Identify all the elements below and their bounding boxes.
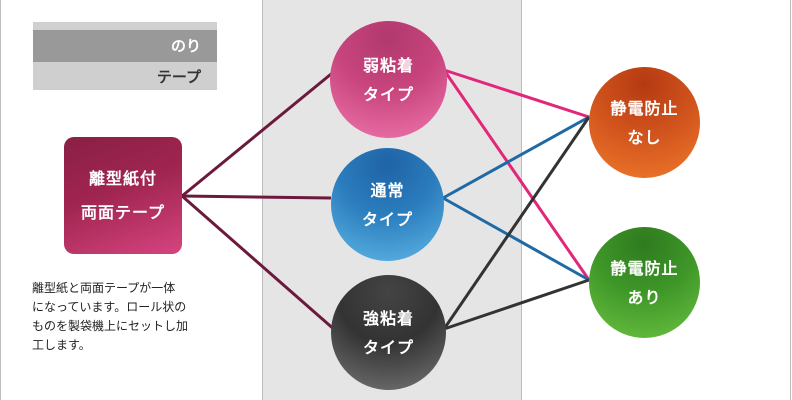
source-line1: 離型紙付 bbox=[88, 168, 157, 188]
source-node-release-tape: 離型紙付 両面テープ bbox=[64, 137, 182, 254]
right-border bbox=[790, 0, 791, 400]
node-normal-adhesive: 通常 タイプ bbox=[331, 148, 444, 261]
link-weak-none bbox=[443, 68, 590, 119]
node-weak-line1: 弱粘着 bbox=[362, 55, 414, 75]
link-normal-none bbox=[442, 115, 590, 200]
node-normal-line2: タイプ bbox=[361, 209, 413, 229]
link-strong-none bbox=[442, 116, 591, 330]
link-source-strong bbox=[181, 194, 337, 333]
legend-tape: テープ bbox=[33, 62, 217, 90]
description-text: 離型紙と両面テープが一体 になっています。ロール状の ものを製袋機上にセットし加… bbox=[32, 279, 254, 355]
link-weak-with bbox=[442, 69, 591, 281]
link-normal-with bbox=[442, 196, 590, 282]
node-strong-adhesive: 強粘着 タイプ bbox=[331, 275, 446, 390]
description-line: ものを製袋機上にセットし加 bbox=[32, 319, 189, 333]
node-weak-line2: タイプ bbox=[362, 84, 414, 104]
node-strong-line2: タイプ bbox=[362, 337, 414, 357]
legend-tape-label: テープ bbox=[156, 67, 201, 86]
node-none-line2: なし bbox=[627, 127, 662, 147]
node-antistatic-with: 静電防止 あり bbox=[589, 227, 700, 338]
node-weak-adhesive: 弱粘着 タイプ bbox=[330, 21, 447, 138]
node-antistatic-none: 静電防止 なし bbox=[589, 67, 700, 178]
node-normal-line1: 通常 bbox=[370, 180, 405, 200]
link-source-normal bbox=[181, 194, 332, 200]
node-none-line1: 静電防止 bbox=[610, 98, 679, 118]
legend: のり テープ bbox=[33, 22, 217, 90]
link-source-weak bbox=[181, 68, 337, 198]
node-with-line1: 静電防止 bbox=[610, 258, 679, 278]
source-line2: 両面テープ bbox=[80, 202, 166, 222]
description-line: 離型紙と両面テープが一体 bbox=[32, 281, 176, 295]
top-left-border bbox=[0, 0, 1, 400]
description-line: になっています。ロール状の bbox=[32, 300, 187, 314]
node-strong-line1: 強粘着 bbox=[362, 308, 414, 328]
description-line: 工します。 bbox=[32, 338, 91, 352]
legend-glue-label: のり bbox=[170, 36, 201, 55]
legend-glue: のり bbox=[33, 22, 217, 62]
node-with-line2: あり bbox=[627, 287, 662, 307]
link-strong-with bbox=[443, 278, 590, 331]
